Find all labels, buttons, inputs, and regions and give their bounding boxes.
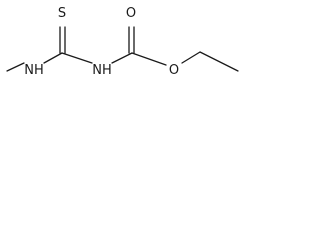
- bond-ethyl-terminal: [199, 51, 239, 72]
- bond-n-carbonyl: [111, 52, 133, 64]
- molecule-svg: S O NH NH O: [6, 6, 239, 78]
- atom-nitrogen-center: NH: [92, 63, 112, 78]
- bond-n-thiocarbonyl: [43, 52, 63, 64]
- atom-sulfur: S: [58, 6, 66, 21]
- atom-nitrogen-left: NH: [24, 63, 44, 78]
- bond-o-ethyl: [181, 51, 201, 64]
- bond-carbonyl-o: [131, 52, 167, 66]
- structure-diagram: S O NH NH O: [0, 0, 250, 88]
- bond-methyl-n: [6, 62, 25, 72]
- bond-thiocarbonyl-n: [61, 52, 93, 64]
- atom-oxygen-carbonyl: O: [126, 6, 136, 21]
- atom-oxygen-ester: O: [169, 63, 179, 78]
